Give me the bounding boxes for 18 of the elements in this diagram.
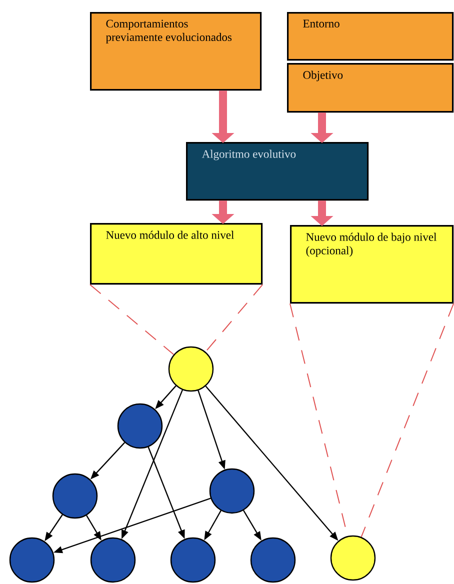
projection-line — [205, 284, 264, 352]
output-box: Nuevo módulo de bajo nivel (opcional) — [290, 225, 454, 304]
circle-node — [250, 537, 296, 583]
circle-node — [90, 537, 136, 583]
circle-node — [330, 535, 376, 581]
circle-node — [52, 473, 98, 519]
input-box: Entorno — [287, 12, 454, 61]
circle-node — [117, 403, 163, 449]
input-box: Objetivo — [287, 63, 454, 113]
circle-node — [170, 537, 216, 583]
process-box: Algoritmo evolutivo — [186, 142, 369, 201]
circle-node — [168, 346, 214, 392]
input-box: Comportamientos previamente evolucionados — [90, 12, 262, 91]
circle-node — [209, 468, 255, 514]
projection-line — [90, 284, 174, 355]
output-box: Nuevo módulo de alto nivel — [90, 223, 263, 285]
projection-line — [360, 303, 454, 538]
circle-node — [9, 537, 55, 583]
